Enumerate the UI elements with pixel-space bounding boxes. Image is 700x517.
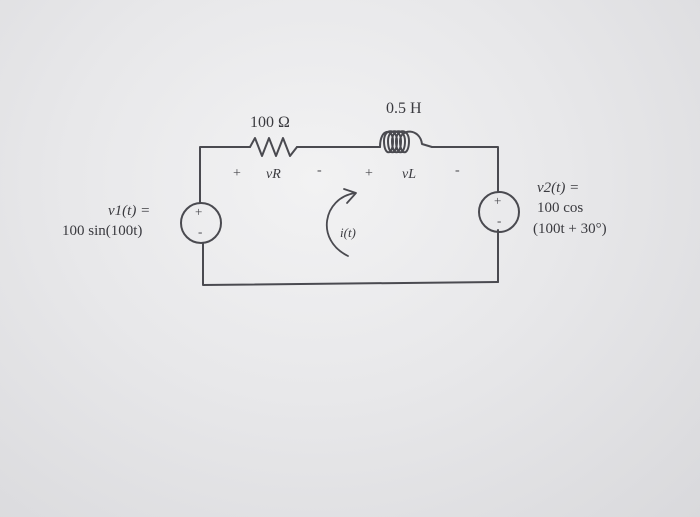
resistor-symbol [249, 137, 298, 157]
resistor-voltage-label: vR [266, 167, 281, 182]
source1-voltage-expression: 100 sin(100t) [62, 223, 143, 239]
source1-voltage-label: v1(t) = [108, 203, 151, 219]
inductor-minus-sign: - [455, 163, 460, 178]
source2-phase-expression: (100t + 30°) [533, 221, 607, 237]
source1-circle [180, 202, 222, 244]
wire-left-top [199, 146, 251, 204]
inductor-plus-sign: + [365, 166, 373, 181]
source2-plus-sign: + [494, 193, 502, 208]
inductor-voltage-label: vL [402, 167, 416, 182]
current-arrowhead [343, 188, 357, 204]
inductor-value: 0.5 H [386, 100, 422, 117]
source2-minus-sign: - [497, 213, 502, 228]
current-label: i(t) [340, 225, 356, 240]
source2-circle [478, 191, 520, 233]
wire-bottom [202, 242, 499, 286]
source1-minus-sign: - [198, 224, 203, 239]
resistor-plus-sign: + [233, 166, 241, 181]
current-arrow [325, 192, 356, 257]
inductor-symbol [379, 130, 433, 154]
resistor-minus-sign: - [317, 163, 322, 178]
wire-right-top [431, 146, 499, 193]
source2-voltage-label: v2(t) = [537, 180, 580, 196]
resistor-value: 100 Ω [250, 114, 290, 131]
source2-voltage-expression: 100 cos [537, 200, 584, 216]
source1-plus-sign: + [195, 204, 203, 219]
